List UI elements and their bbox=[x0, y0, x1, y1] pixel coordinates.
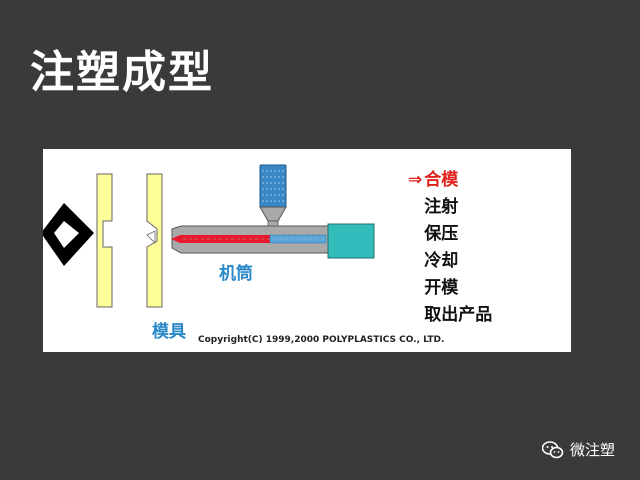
process-step: ⇒开模 bbox=[408, 275, 492, 302]
process-step-label: 注射 bbox=[424, 197, 459, 217]
slide-title: 注塑成型 bbox=[30, 47, 214, 98]
process-step: ⇒冷却 bbox=[408, 248, 492, 275]
process-step-label: 开模 bbox=[424, 278, 459, 298]
copyright-notice: Copyright(C) 1999,2000 POLYPLASTICS CO.,… bbox=[198, 335, 445, 345]
injection-molding-diagram: 机筒 模具 Copyright(C) 1999,2000 POLYPLASTIC… bbox=[43, 149, 571, 352]
diagram-graphic bbox=[43, 164, 375, 308]
process-step: ⇒保压 bbox=[408, 221, 492, 248]
process-step-list: ⇒合模⇒注射⇒保压⇒冷却⇒开模⇒取出产品 bbox=[408, 167, 492, 329]
barrel-label: 机筒 bbox=[219, 264, 253, 284]
process-step: ⇒取出产品 bbox=[408, 302, 492, 329]
hopper bbox=[259, 164, 287, 227]
wechat-watermark: 微注塑 bbox=[542, 439, 615, 460]
process-step: ⇒合模 bbox=[408, 167, 492, 194]
watermark-text: 微注塑 bbox=[570, 441, 616, 459]
process-step-label: 取出产品 bbox=[424, 305, 493, 325]
screw-drive-unit bbox=[327, 223, 375, 259]
process-step-label: 保压 bbox=[424, 224, 459, 244]
moving-mold-half bbox=[96, 173, 113, 308]
process-step-label: 冷却 bbox=[424, 251, 459, 271]
wechat-icon bbox=[542, 440, 564, 458]
clamp-link-icon bbox=[43, 203, 94, 266]
barrel bbox=[171, 225, 329, 254]
active-step-arrow-icon: ⇒ bbox=[408, 170, 423, 190]
process-step: ⇒注射 bbox=[408, 194, 492, 221]
fixed-mold-half bbox=[146, 173, 163, 308]
mold-label: 模具 bbox=[152, 322, 186, 342]
process-step-label: 合模 bbox=[424, 170, 459, 190]
